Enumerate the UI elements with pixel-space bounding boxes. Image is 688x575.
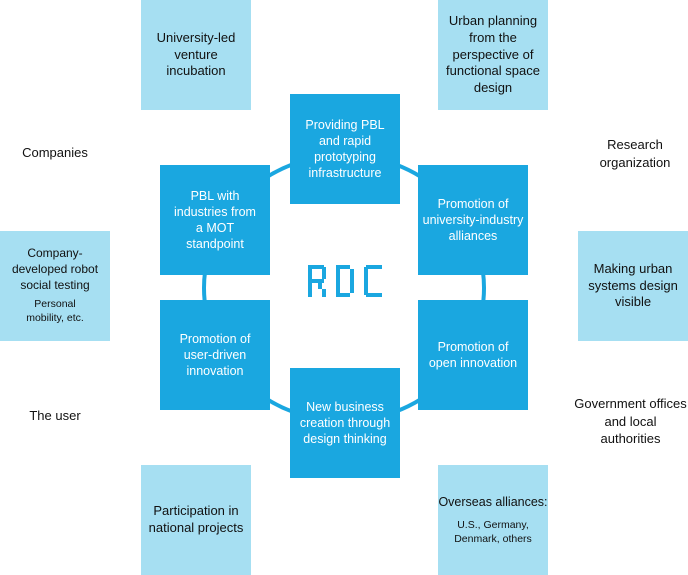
box-university-industry-text: Promotion of university-industry allianc… [422,196,524,244]
box-pbl-prototyping: Providing PBL and rapid prototyping infr… [290,94,400,204]
label-companies: Companies [22,145,88,160]
box-open-innovation-text: Promotion of open innovation [428,339,518,370]
box-pbl-mot-text: PBL with industries from a MOT standpoin… [174,188,256,252]
box-urban-planning: Urban planning from the perspective of f… [438,0,548,110]
box-overseas: Overseas alliances: U.S., Germany, Denma… [438,465,548,575]
box-university-venture: University-led venture incubation [141,0,251,110]
label-the-user: The user [29,408,81,423]
box-user-driven-text: Promotion of user-driven innovation [179,331,251,379]
box-user-driven: Promotion of user-driven innovation [160,300,270,410]
box-national-projects: Participation in national projects [141,465,251,575]
box-urban-planning-text: Urban planning from the perspective of f… [446,12,540,96]
label-government: Government offices and local authorities [574,396,687,447]
box-university-venture-text: University-led venture incubation [156,29,236,79]
box-design-thinking: New business creation through design thi… [290,368,400,478]
label-research-organization: Research organization [599,137,671,170]
box-national-projects-text: Participation in national projects [148,503,244,535]
box-robot-testing: Company-developed robot social testing P… [0,231,110,341]
box-design-thinking-text: New business creation through design thi… [299,399,391,447]
box-urban-systems: Making urban systems design visible [578,231,688,341]
box-robot-testing-sub: Personal mobility, etc. [26,298,84,325]
rdc-logo [308,265,382,297]
box-robot-testing-title: Company-developed robot social testing [11,246,99,292]
box-university-industry: Promotion of university-industry allianc… [418,165,528,275]
box-open-innovation: Promotion of open innovation [418,300,528,410]
box-pbl-prototyping-text: Providing PBL and rapid prototyping infr… [305,117,385,181]
box-pbl-mot: PBL with industries from a MOT standpoin… [160,165,270,275]
box-urban-systems-text: Making urban systems design visible [588,260,678,310]
box-overseas-sub: U.S., Germany, Denmark, others [454,518,532,546]
box-overseas-title: Overseas alliances: [438,494,548,509]
